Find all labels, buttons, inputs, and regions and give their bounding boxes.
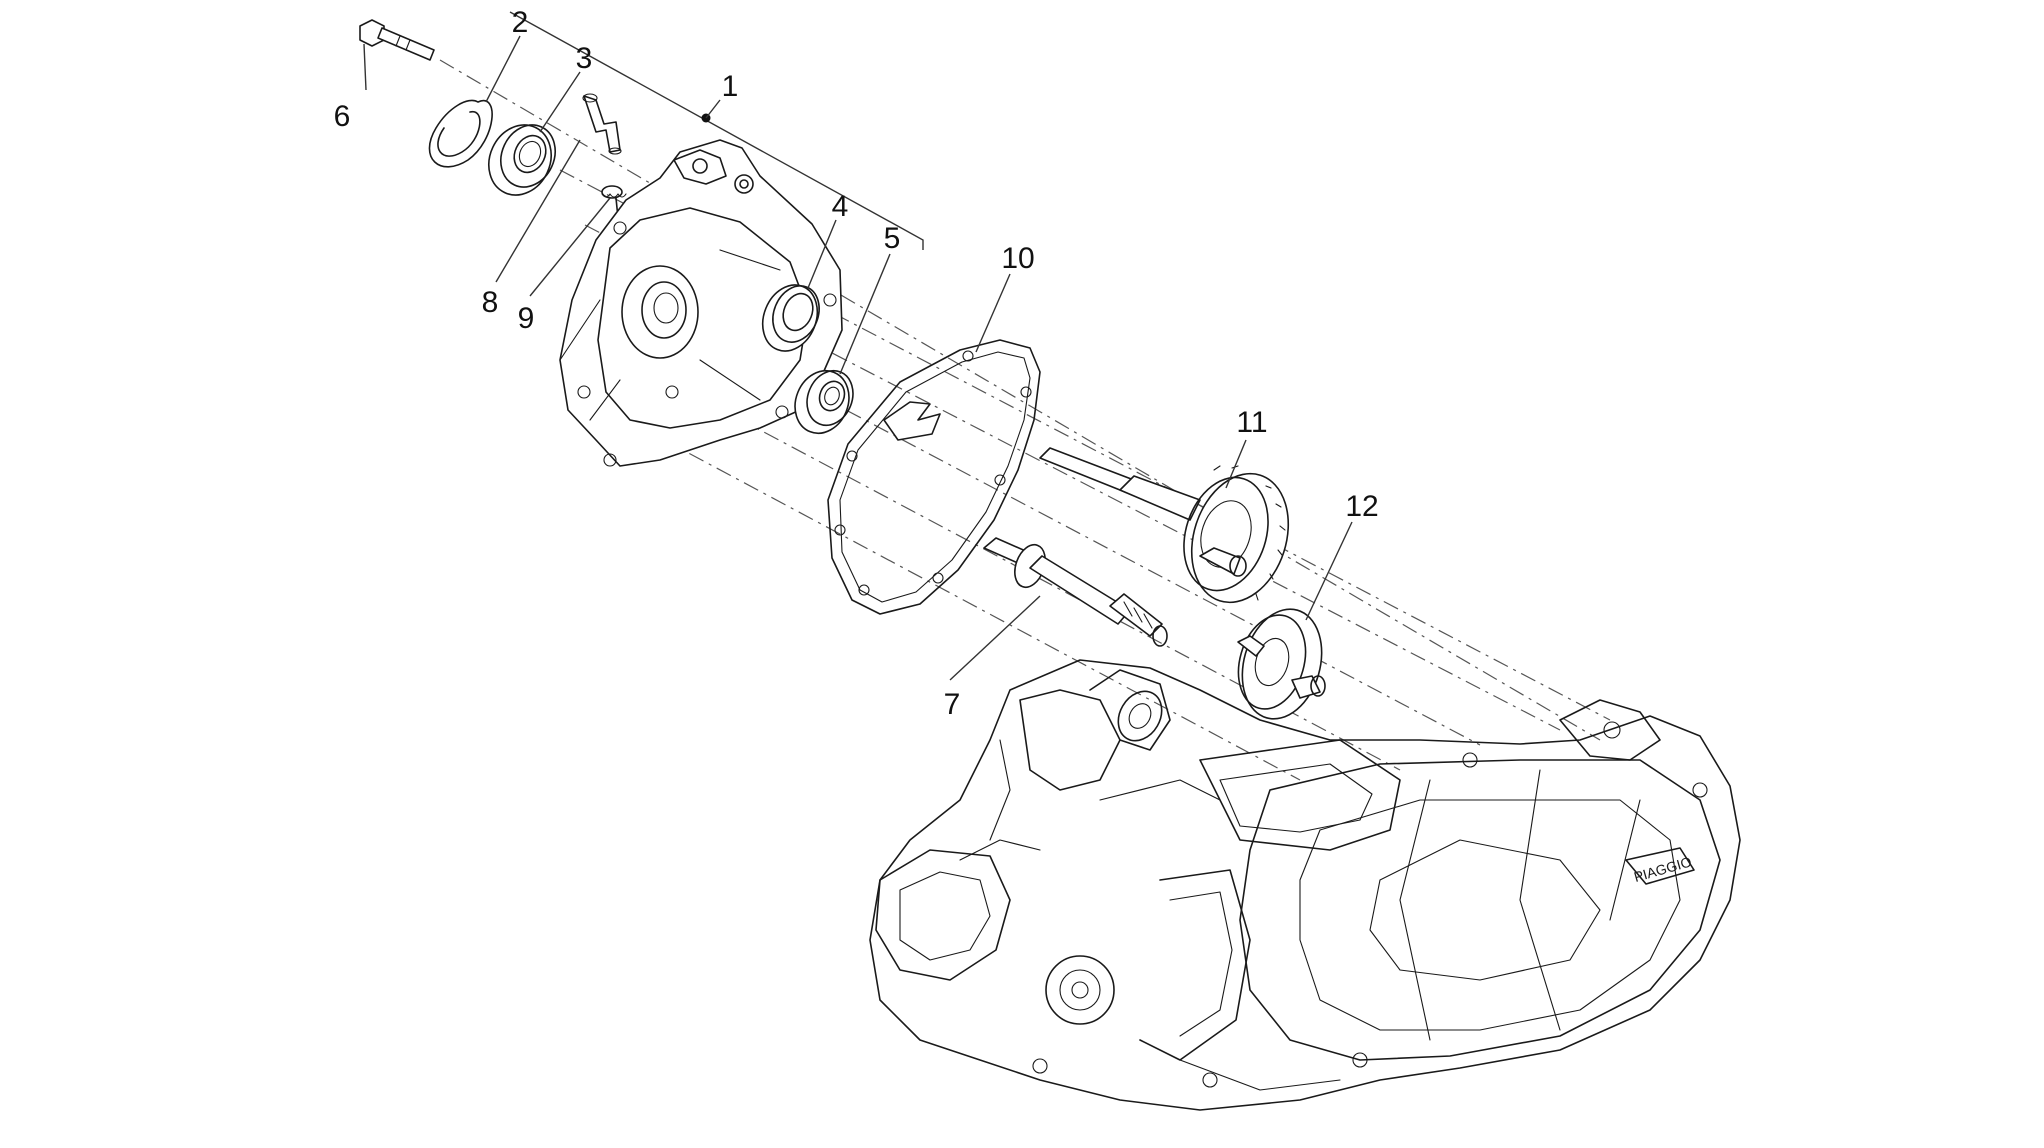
leader-lines <box>363 35 1353 681</box>
bolt-part <box>359 19 435 61</box>
engine-assembly: PIAGGIO <box>869 659 1741 1111</box>
part-label-1: 1 <box>722 70 739 103</box>
part-label-12: 12 <box>1345 490 1378 523</box>
part-label-7: 7 <box>944 688 961 721</box>
transmission-cover-part <box>559 113 843 467</box>
cover-brand-text: PIAGGIO <box>1632 853 1693 885</box>
part-label-2: 2 <box>512 6 529 39</box>
small-screw-part <box>601 185 627 219</box>
part-label-4: 4 <box>832 190 849 223</box>
driven-shaft-part <box>1039 447 1290 604</box>
bearing-part-5 <box>794 369 854 435</box>
primary-shaft-part <box>983 537 1168 647</box>
gear-part <box>1237 608 1326 720</box>
oil-seal-part <box>761 284 820 352</box>
part-label-11: 11 <box>1236 406 1267 439</box>
part-label-10: 10 <box>1001 242 1034 275</box>
part-label-9: 9 <box>518 302 535 335</box>
gasket-part <box>827 339 1041 615</box>
circlip-part <box>428 99 493 168</box>
bearing-part-3 <box>488 124 556 196</box>
part-labels: 1 2 3 4 5 6 7 8 9 10 11 12 <box>334 6 1379 721</box>
oil-tube-part <box>582 93 622 155</box>
part-label-6: 6 <box>334 100 351 133</box>
part-label-3: 3 <box>576 42 593 75</box>
part-label-8: 8 <box>482 286 499 319</box>
group-bracket <box>509 11 924 250</box>
part-label-5: 5 <box>884 222 901 255</box>
